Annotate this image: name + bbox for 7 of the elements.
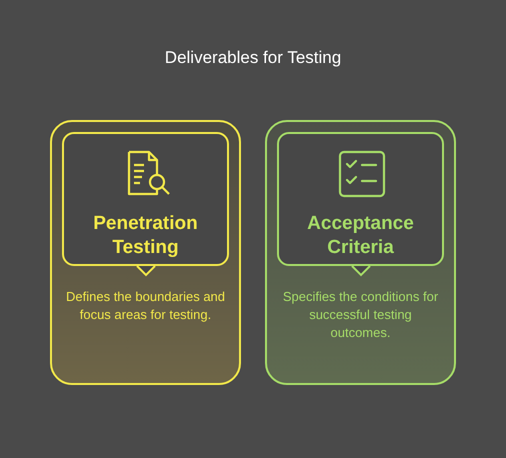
card-background [50,120,241,385]
card-description: Defines the boundaries and focus areas for testing. [66,288,225,324]
card-heading: Penetration Testing [92,212,199,260]
diagram-title: Deliverables for Testing [164,48,342,68]
card-description: Specifies the conditions for successful testing outcomes. [282,288,440,342]
card-background [265,120,456,385]
card-heading: Acceptance Criteria [306,212,415,260]
